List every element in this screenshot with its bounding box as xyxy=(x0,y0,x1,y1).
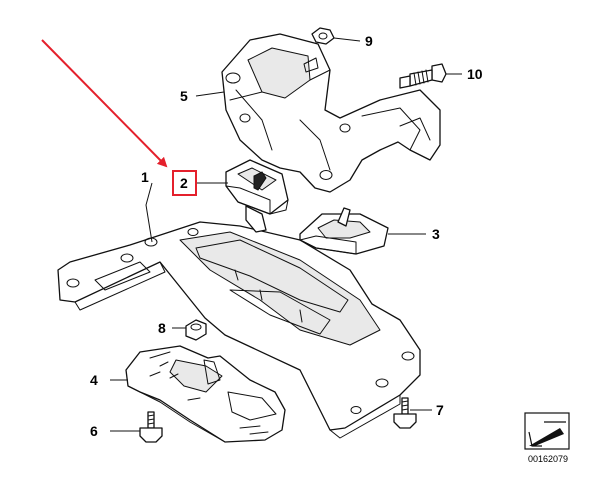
callout-3: 3 xyxy=(432,226,440,242)
callout-6: 6 xyxy=(90,423,98,439)
transmission-mount-3[interactable] xyxy=(299,207,389,255)
nut-8[interactable] xyxy=(185,319,207,341)
callout-10: 10 xyxy=(467,66,483,82)
mount-base-4[interactable] xyxy=(125,345,286,443)
callout-9: 9 xyxy=(365,33,373,49)
nut-9[interactable] xyxy=(311,27,335,45)
callout-2: 2 xyxy=(180,175,188,191)
document-number: 00162079 xyxy=(528,454,568,464)
callout-7: 7 xyxy=(436,402,444,418)
document-logo xyxy=(524,412,570,450)
transmission-bracket[interactable] xyxy=(221,33,441,193)
bolt-7[interactable] xyxy=(393,397,417,429)
transmission-mount-2[interactable] xyxy=(225,159,289,233)
callout-5: 5 xyxy=(180,88,188,104)
bolt-10[interactable] xyxy=(399,63,447,89)
callout-4: 4 xyxy=(90,372,98,388)
callout-1: 1 xyxy=(141,169,149,185)
callout-8: 8 xyxy=(158,320,166,336)
red-pointer-arrow xyxy=(41,39,168,168)
leader-lines xyxy=(110,37,462,432)
bolt-6[interactable] xyxy=(139,411,163,443)
callout-2-highlight-box xyxy=(172,170,197,196)
